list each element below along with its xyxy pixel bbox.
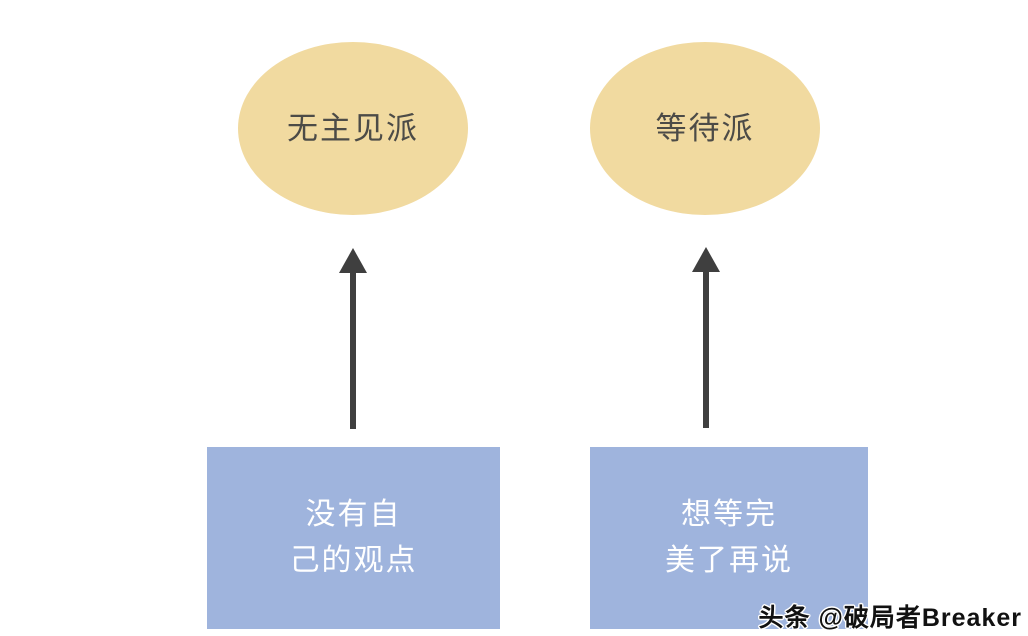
ellipse-node-deng-dai-pai: 等待派 — [590, 42, 820, 215]
ellipse-label-deng-dai-pai: 等待派 — [655, 111, 755, 146]
box-node-xiang-deng-wan-mei-le-zai-shuo: 想等完 美了再说 — [590, 447, 868, 629]
box-label-line-2: 己的观点 — [289, 544, 418, 577]
ellipse-label-wu-zhu-jian-pai: 无主见派 — [287, 111, 419, 146]
watermark-text: 头条 @破局者Breaker — [758, 604, 1022, 632]
box-label-line-1: 没有自 — [305, 497, 402, 531]
box-label-line-1: 想等完 — [681, 497, 777, 531]
box-label-line-2: 美了再说 — [665, 544, 793, 577]
arrow-up-icon-right — [692, 247, 720, 428]
ellipse-node-wu-zhu-jian-pai: 无主见派 — [238, 42, 468, 215]
box-node-mei-you-zi-ji-de-guan-dian: 没有自 己的观点 — [207, 447, 500, 629]
arrow-up-icon-left — [339, 248, 367, 429]
